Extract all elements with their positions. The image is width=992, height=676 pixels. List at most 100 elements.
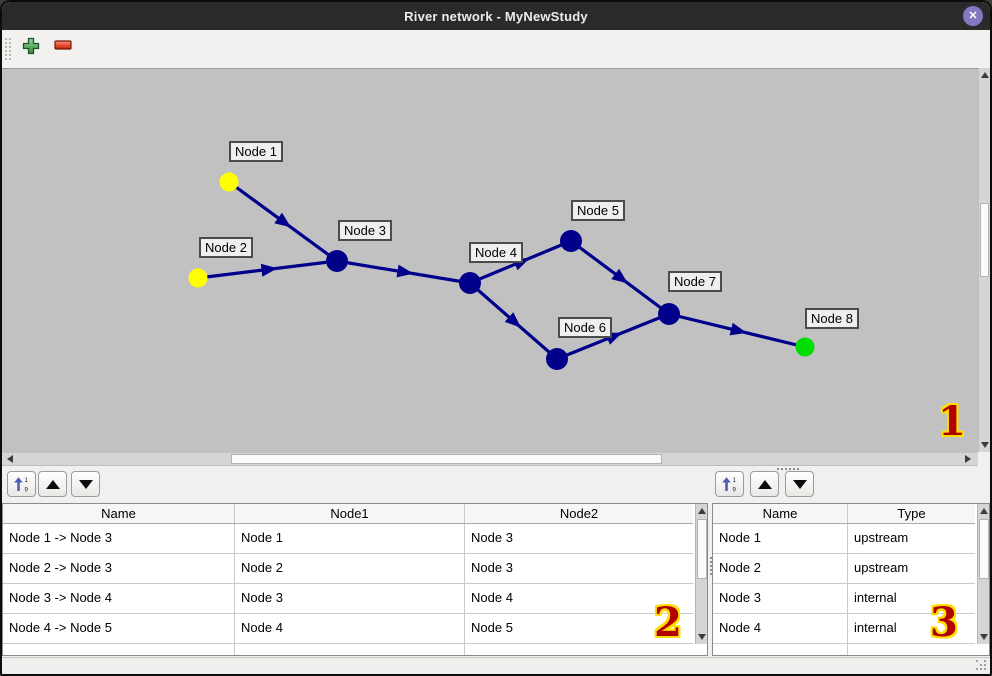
triangle-up-icon bbox=[45, 479, 60, 489]
column-header-name[interactable]: Name bbox=[713, 504, 848, 523]
node-node-7[interactable] bbox=[658, 303, 680, 325]
node-label-node-7[interactable]: Node 7 bbox=[668, 271, 722, 292]
table-row-empty bbox=[713, 644, 975, 655]
arrow-up-icon bbox=[698, 508, 706, 514]
arrow-up-icon bbox=[980, 72, 989, 78]
sort-ascending-icon: 1 9 bbox=[721, 476, 738, 493]
column-header-name[interactable]: Name bbox=[3, 504, 235, 523]
status-bar bbox=[2, 657, 990, 674]
scroll-left-button[interactable] bbox=[3, 453, 17, 465]
scroll-right-button[interactable] bbox=[961, 453, 975, 465]
table-row[interactable]: Node 1 upstream bbox=[713, 524, 975, 554]
canvas-vertical-scrollbar[interactable] bbox=[978, 68, 990, 452]
table-cell: Node 2 -> Node 3 bbox=[3, 554, 235, 583]
arrow-up-icon bbox=[980, 508, 988, 514]
nodes-sort-button[interactable]: 1 9 bbox=[715, 471, 744, 497]
remove-button[interactable] bbox=[51, 36, 75, 60]
arrow-down-icon bbox=[980, 442, 989, 448]
close-icon: ✕ bbox=[968, 9, 978, 22]
column-header-node2[interactable]: Node2 bbox=[559, 506, 599, 521]
annotation-step-1: 1 bbox=[938, 398, 966, 445]
column-header-node1[interactable]: Node1 bbox=[235, 504, 465, 523]
flow-arrow-icon bbox=[260, 263, 278, 277]
table-cell: Node 4 bbox=[471, 590, 513, 605]
vertical-splitter[interactable] bbox=[708, 473, 714, 658]
table-cell: Node 3 bbox=[471, 530, 513, 545]
close-button[interactable]: ✕ bbox=[963, 6, 983, 26]
node-node-2[interactable] bbox=[188, 268, 208, 288]
table-cell: Node 3 bbox=[471, 560, 513, 575]
node-label-node-2[interactable]: Node 2 bbox=[199, 237, 253, 258]
scrollbar-thumb[interactable] bbox=[980, 203, 989, 277]
scroll-up-button[interactable] bbox=[696, 505, 708, 517]
flow-arrow-icon bbox=[729, 322, 747, 336]
scrollbar-thumb[interactable] bbox=[697, 519, 707, 579]
table-cell: Node 1 -> Node 3 bbox=[3, 524, 235, 553]
links-move-down-button[interactable] bbox=[71, 471, 100, 497]
nodes-move-up-button[interactable] bbox=[750, 471, 779, 497]
resize-grip[interactable] bbox=[976, 660, 987, 671]
canvas-horizontal-scrollbar[interactable] bbox=[2, 452, 978, 466]
links-move-up-button[interactable] bbox=[38, 471, 67, 497]
links-table-scrollbar[interactable] bbox=[695, 504, 707, 644]
arrow-left-icon bbox=[7, 455, 13, 463]
scroll-down-button[interactable] bbox=[978, 631, 990, 643]
table-cell: upstream bbox=[854, 530, 909, 545]
nodes-move-down-button[interactable] bbox=[785, 471, 814, 497]
triangle-down-icon bbox=[78, 479, 93, 489]
table-cell: Node 3 bbox=[235, 584, 465, 613]
scrollbar-thumb[interactable] bbox=[231, 454, 662, 464]
node-label-node-5[interactable]: Node 5 bbox=[571, 200, 625, 221]
main-toolbar bbox=[2, 30, 990, 69]
table-cell: Node 4 -> Node 5 bbox=[3, 614, 235, 643]
node-label-node-6[interactable]: Node 6 bbox=[558, 317, 612, 338]
node-label-node-3[interactable]: Node 3 bbox=[338, 220, 392, 241]
toolbar-drag-handle[interactable] bbox=[5, 38, 11, 60]
svg-text:1: 1 bbox=[25, 478, 29, 484]
node-node-8[interactable] bbox=[795, 337, 815, 357]
scroll-down-button[interactable] bbox=[696, 631, 708, 643]
links-sort-button[interactable]: 1 9 bbox=[7, 471, 36, 497]
table-cell: Node 1 bbox=[713, 524, 848, 553]
network-canvas[interactable]: Node 1 Node 2 Node 3 Node 4 Node 5 Node 6 Node… bbox=[2, 68, 978, 452]
annotation-step-2: 2 bbox=[654, 599, 682, 646]
node-node-1[interactable] bbox=[219, 172, 239, 192]
flow-arrow-icon bbox=[396, 264, 414, 278]
horizontal-splitter[interactable] bbox=[2, 466, 990, 472]
add-button[interactable] bbox=[19, 36, 43, 60]
table-row-empty bbox=[3, 644, 693, 655]
column-header-type[interactable]: Type bbox=[897, 506, 926, 521]
table-cell: Node 2 bbox=[713, 554, 848, 583]
node-label-node-4[interactable]: Node 4 bbox=[469, 242, 523, 263]
table-cell bbox=[235, 644, 465, 655]
sort-ascending-icon: 1 9 bbox=[13, 476, 30, 493]
scroll-down-button[interactable] bbox=[979, 439, 990, 451]
scroll-up-button[interactable] bbox=[978, 505, 990, 517]
scrollbar-thumb[interactable] bbox=[979, 519, 989, 579]
node-node-4[interactable] bbox=[459, 272, 481, 294]
arrow-down-icon bbox=[980, 634, 988, 640]
svg-text:1: 1 bbox=[733, 478, 737, 484]
node-node-5[interactable] bbox=[560, 230, 582, 252]
nodes-table-scrollbar[interactable] bbox=[977, 504, 989, 644]
triangle-up-icon bbox=[757, 479, 772, 489]
flow-arrow-icon bbox=[611, 268, 628, 284]
node-node-6[interactable] bbox=[546, 348, 568, 370]
node-node-3[interactable] bbox=[326, 250, 348, 272]
scroll-up-button[interactable] bbox=[979, 69, 990, 81]
node-label-node-1[interactable]: Node 1 bbox=[229, 141, 283, 162]
node-label-node-8[interactable]: Node 8 bbox=[805, 308, 859, 329]
title-bar[interactable]: River network - MyNewStudy ✕ bbox=[2, 2, 990, 30]
window-title: River network - MyNewStudy bbox=[404, 8, 588, 24]
